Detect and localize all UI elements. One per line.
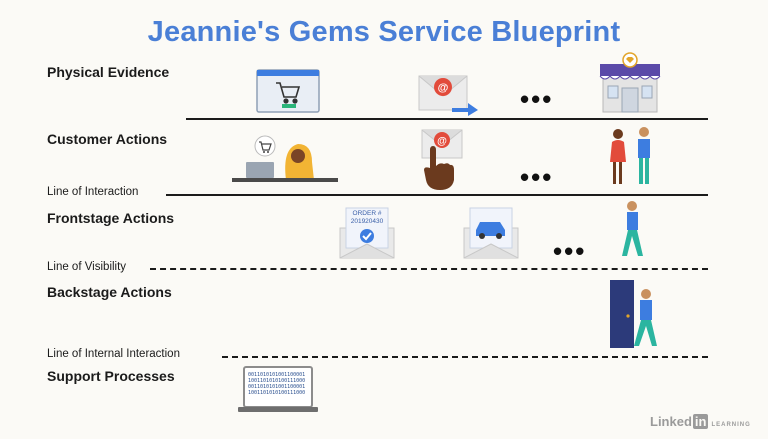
watermark-brand: Linked: [650, 414, 692, 429]
watermark-in-logo: in: [692, 414, 709, 429]
line-of-interaction: [166, 194, 708, 196]
customer-couple-illustration: [604, 126, 660, 193]
ellipsis-customer: •••: [520, 162, 554, 192]
line-label-internal-interaction: Line of Internal Interaction: [47, 348, 180, 360]
ellipsis-physical: •••: [520, 84, 554, 114]
row-label-backstage-actions: Backstage Actions: [47, 284, 172, 300]
svg-text:@: @: [438, 82, 449, 94]
staff-walking-illustration: [618, 200, 648, 265]
svg-text:@: @: [437, 136, 447, 147]
row-label-frontstage-actions: Frontstage Actions: [47, 210, 175, 226]
shipping-envelope-icon: [462, 206, 520, 265]
line-label-visibility: Line of Visibility: [47, 261, 127, 273]
binary-line-4: 1001101010100111000: [248, 390, 306, 396]
order-number: 201920430: [350, 218, 384, 225]
row-label-support-processes: Support Processes: [47, 368, 175, 384]
email-sent-icon: @: [416, 70, 480, 121]
hand-tap-email-icon: @: [418, 128, 466, 197]
cart-browser-icon: [256, 69, 320, 118]
ellipsis-frontstage: •••: [553, 236, 587, 266]
line-of-internal-interaction: [222, 356, 708, 358]
row-label-physical-evidence: Physical Evidence: [47, 64, 170, 80]
watermark-suffix: LEARNING: [711, 422, 751, 428]
binary-line-2: 1001101010100111000: [248, 378, 306, 384]
binary-line-1: 0011010101001100001: [248, 372, 306, 378]
order-label: ORDER #: [352, 210, 382, 217]
binary-line-3: 0011010101001100001: [248, 384, 306, 390]
storefront-icon: [598, 52, 662, 119]
customer-laptop-illustration: [232, 132, 342, 189]
line-of-visibility: [150, 268, 708, 270]
divider-physical-customer: [186, 118, 708, 120]
row-label-customer-actions: Customer Actions: [47, 131, 168, 147]
line-label-interaction: Line of Interaction: [47, 186, 139, 198]
page-title: Jeannie's Gems Service Blueprint: [147, 16, 621, 48]
staff-door-illustration: [606, 278, 666, 355]
